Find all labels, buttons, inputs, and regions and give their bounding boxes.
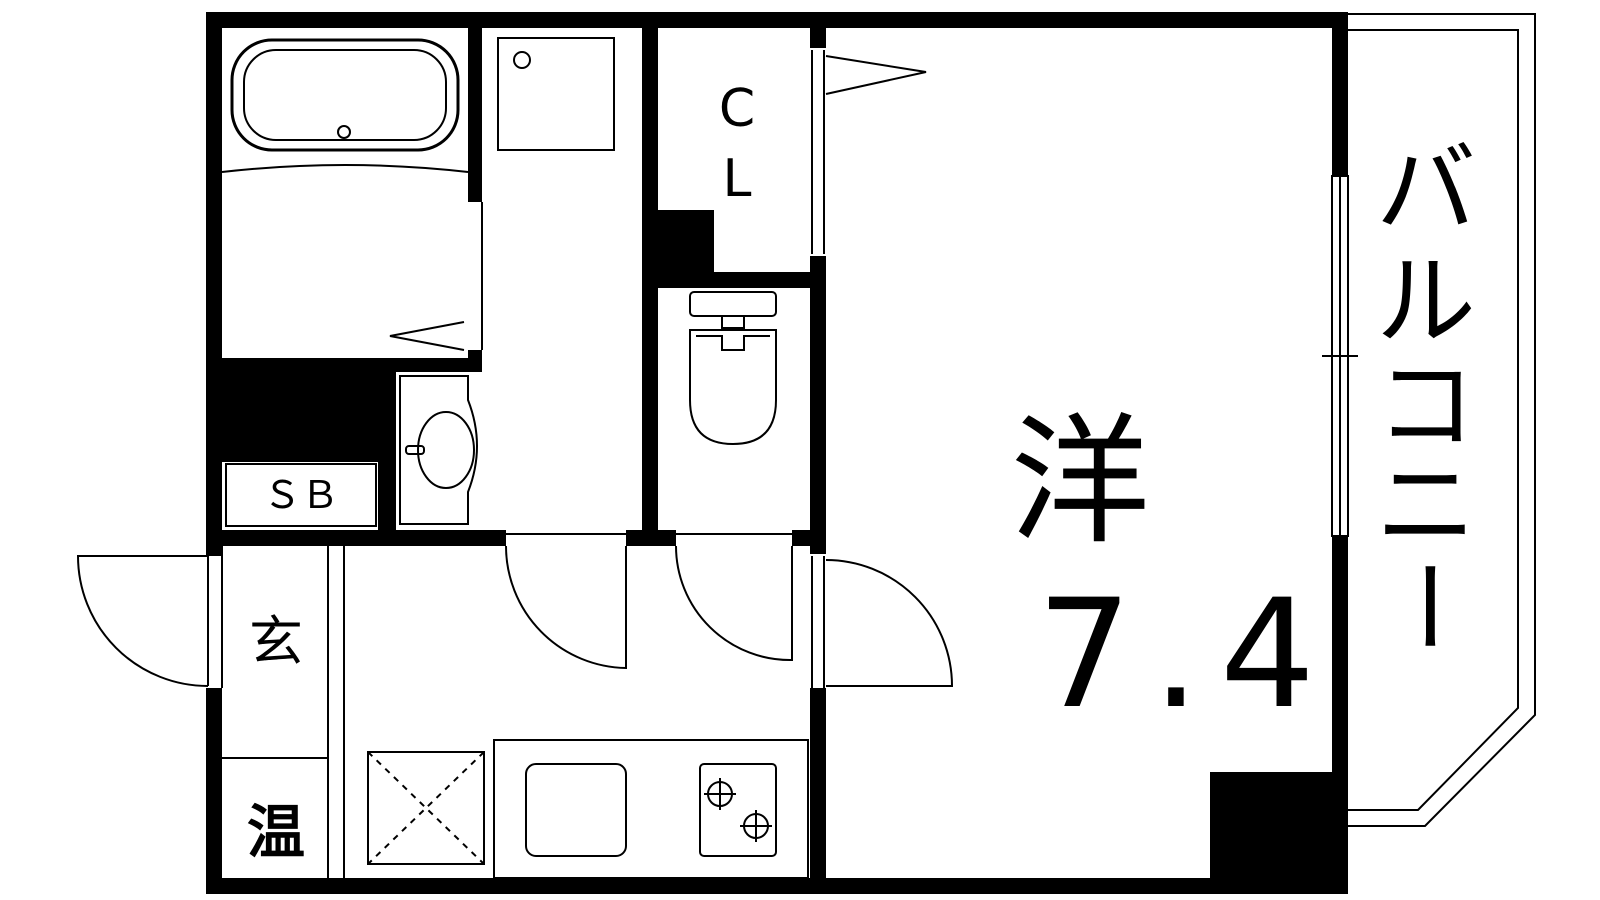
bathtub bbox=[221, 38, 483, 351]
closet-label-c: C bbox=[719, 79, 755, 139]
room-size-label: 7.4 bbox=[1037, 568, 1336, 742]
washbasin bbox=[399, 375, 478, 525]
balcony-char: ニ bbox=[1376, 447, 1476, 564]
kitchen bbox=[367, 739, 809, 879]
outer-walls bbox=[206, 12, 1348, 894]
closet-label-l: L bbox=[723, 149, 752, 209]
toilet-door-swing bbox=[675, 545, 793, 662]
stove-burner bbox=[740, 810, 772, 842]
balcony-label: バ ル コ ニ ー bbox=[1368, 131, 1485, 656]
washer-pan bbox=[497, 37, 615, 151]
washroom-door-swing bbox=[505, 545, 627, 670]
western-room: 洋 7.4 bbox=[1010, 401, 1336, 742]
shoebox: ＳＢ bbox=[225, 463, 377, 527]
water-heater-label: 温 bbox=[247, 798, 305, 866]
entrance: 玄 温 bbox=[221, 546, 345, 878]
balcony-char: ル bbox=[1376, 243, 1476, 360]
balcony-char: コ bbox=[1376, 347, 1476, 464]
balcony-char: バ bbox=[1376, 131, 1476, 248]
room-kind-label: 洋 bbox=[1010, 401, 1150, 564]
windows bbox=[1322, 175, 1358, 537]
closet-door bbox=[825, 55, 927, 95]
interior-walls bbox=[206, 12, 826, 894]
front-door-swing bbox=[76, 555, 209, 687]
room-door-swing bbox=[825, 559, 954, 687]
stove-burner bbox=[704, 778, 736, 810]
entrance-label: 玄 bbox=[249, 610, 303, 673]
toilet bbox=[689, 291, 777, 446]
balcony-char: ー bbox=[1368, 556, 1485, 656]
closet: C L bbox=[719, 79, 755, 209]
balcony bbox=[1340, 13, 1536, 827]
shoebox-label: ＳＢ bbox=[263, 473, 339, 517]
doors bbox=[76, 50, 954, 688]
